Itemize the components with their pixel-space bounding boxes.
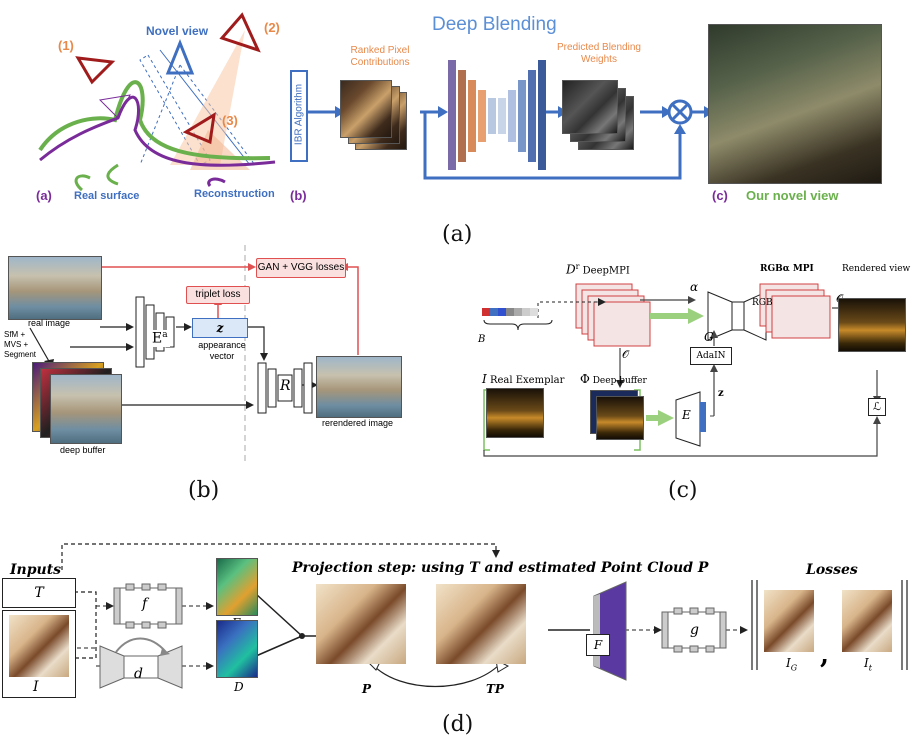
caption-b: (b) xyxy=(188,478,220,503)
encoder-e-label: E xyxy=(682,408,691,422)
rendered-view-photo xyxy=(838,298,906,352)
output-ig-symbol: I xyxy=(786,656,791,670)
caption-a: (a) xyxy=(442,222,473,247)
encoder-ea-label: Ea xyxy=(150,330,170,347)
input-i-label: I xyxy=(33,679,39,695)
inputs-label: Inputs xyxy=(10,562,62,578)
panel-c-graphics xyxy=(482,283,881,457)
real-image-label: real image xyxy=(28,318,71,328)
ranked-pixel-stack-front xyxy=(340,80,392,138)
mpi-o-label: 𝒪 xyxy=(622,348,629,361)
real-surface-label: Real surface xyxy=(74,190,140,202)
generator-g-label: G xyxy=(704,330,714,344)
projection-view-tp xyxy=(436,584,526,664)
comma-separator: , xyxy=(820,640,830,670)
ibr-algorithm-box: IBR Algorithm xyxy=(290,70,308,162)
transformed-tp-label: TP xyxy=(486,682,504,696)
real-exemplar-photo xyxy=(486,388,544,438)
deep-buffer-c-label: Φ Deep buffer xyxy=(580,372,647,386)
deepmpi-d-symbol: D xyxy=(566,262,576,277)
input-i-box: I xyxy=(2,610,76,698)
deepmpi-text: DeepMPI xyxy=(582,265,630,277)
zs-label: z xyxy=(718,388,724,399)
target-it-photo xyxy=(842,590,892,652)
network-d-label: d xyxy=(134,666,143,682)
camera-2-label: (2) xyxy=(264,20,280,35)
depth-map-d xyxy=(216,620,258,678)
appearance-vector-label: appearance vector xyxy=(198,340,246,361)
network-f-label: f xyxy=(142,596,148,612)
deep-buffer-c-front xyxy=(596,396,644,440)
deep-buffer-layer-1 xyxy=(50,374,122,444)
projected-f-box: F xyxy=(586,634,610,656)
camera-3-label: (3) xyxy=(222,113,238,128)
gan-vgg-losses-box: GAN + VGG losses xyxy=(256,258,346,278)
feature-map-f xyxy=(216,558,258,616)
blending-weights-stack-front xyxy=(562,80,618,134)
point-cloud-p-label: P xyxy=(362,682,372,696)
deep-buffer-label: deep buffer xyxy=(60,445,106,455)
deep-blending-title: Deep Blending xyxy=(432,14,557,35)
loss-l-box: ℒ xyxy=(868,398,886,416)
input-t-box: T xyxy=(2,578,76,608)
ranked-pixel-label: Ranked Pixel Contributions xyxy=(350,45,410,68)
losses-label: Losses xyxy=(806,562,858,578)
sub-b-label: (b) xyxy=(290,188,307,203)
latent-z-box: z xyxy=(192,318,248,338)
real-exemplar-label: I Real Exemplar xyxy=(482,372,564,386)
target-it-label: It xyxy=(864,656,872,673)
sfm-mvs-segment-label: SfM + MVS + Segment xyxy=(4,330,37,359)
deepmpi-label: Dr DeepMPI xyxy=(566,262,630,277)
sub-a-label: (a) xyxy=(36,188,52,203)
caption-d: (d) xyxy=(442,712,474,737)
phi-symbol: Φ xyxy=(580,372,590,386)
real-exemplar-symbol: I xyxy=(482,372,487,386)
rerendered-image-photo xyxy=(316,356,402,418)
output-ig-photo xyxy=(764,590,814,652)
projection-step-label: Projection step: using T and estimated P… xyxy=(292,560,709,576)
encoder-ea-sup: a xyxy=(162,330,168,340)
adain-box: AdaIN xyxy=(690,347,732,365)
triplet-loss-box: triplet loss xyxy=(186,286,250,304)
our-novel-view-label: Our novel view xyxy=(746,188,839,203)
legend-b-label: B xyxy=(478,334,486,345)
rgba-mpi-label: RGBα MPI xyxy=(760,264,814,274)
renderer-r-label: R xyxy=(280,378,291,394)
panel-a-graphics xyxy=(38,12,714,192)
depth-map-d-label: D xyxy=(234,680,244,694)
novel-view-label: Novel view xyxy=(146,24,209,38)
output-ig-label: IG xyxy=(786,656,798,673)
real-exemplar-text: Real Exemplar xyxy=(489,375,565,386)
rgb-label: RGB xyxy=(752,298,773,308)
alpha-label: α xyxy=(690,280,699,294)
rendered-view-label: Rendered view xyxy=(842,264,911,274)
sub-c-label: (c) xyxy=(712,188,728,203)
network-g-label: g xyxy=(690,622,699,638)
deep-buffer-c-text: Deep buffer xyxy=(592,376,647,386)
caption-c: (c) xyxy=(668,478,698,503)
projection-view-p xyxy=(316,584,406,664)
reconstruction-label: Reconstruction xyxy=(194,188,275,200)
novel-view-photo xyxy=(708,24,882,184)
camera-1-label: (1) xyxy=(58,38,74,53)
target-it-symbol: I xyxy=(864,656,869,670)
ibr-algorithm-label: IBR Algorithm xyxy=(293,83,305,146)
input-i-photo xyxy=(9,615,69,677)
encoder-ea-main: E xyxy=(152,330,163,347)
real-image-photo xyxy=(8,256,102,320)
rerendered-image-label: rerendered image xyxy=(322,418,394,428)
predicted-weights-label: Predicted Blending Weights xyxy=(557,42,641,65)
